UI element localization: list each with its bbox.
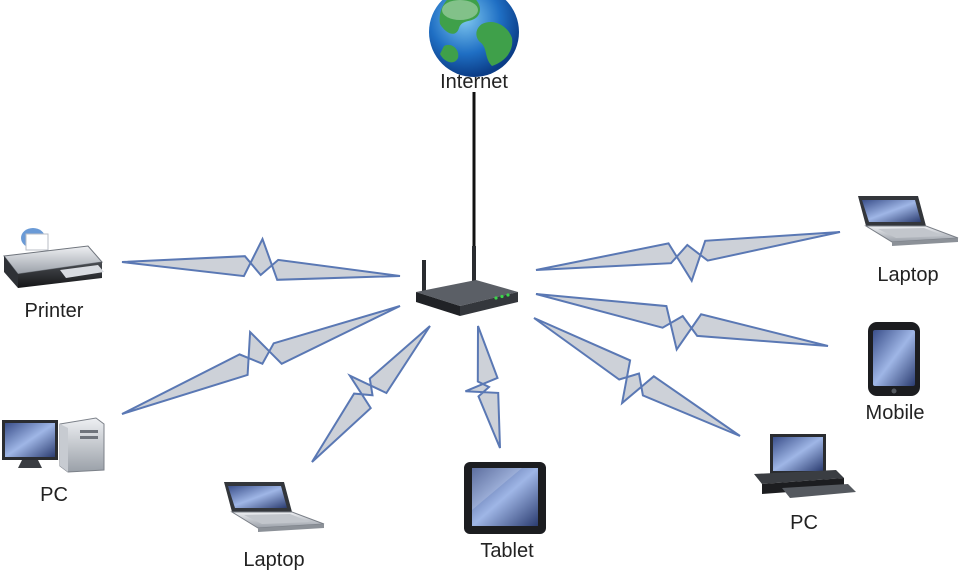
wireless-link-router-laptop-bottom <box>311 325 431 463</box>
wireless-link-router-tablet <box>465 325 501 449</box>
tablet-label: Tablet <box>480 540 534 562</box>
desktop-pc-icon <box>2 417 105 473</box>
wireless-link-router-mobile <box>535 293 829 352</box>
wireless-link-router-pc-right <box>533 317 741 437</box>
pc-left-label: PC <box>40 484 68 506</box>
tablet-icon <box>464 462 546 534</box>
printer-label: Printer <box>24 300 84 322</box>
wireless-link-router-printer <box>121 236 401 281</box>
internet-label: Internet <box>440 71 508 93</box>
laptop-icon <box>224 482 325 532</box>
mobile-label: Mobile <box>865 402 925 424</box>
mobile-phone-icon <box>868 322 920 396</box>
printer-icon <box>3 228 104 288</box>
laptop-icon <box>858 196 959 246</box>
pc-right-label: PC <box>790 512 818 534</box>
wireless-router-icon <box>416 246 518 316</box>
globe-icon <box>429 0 519 77</box>
laptop-right-label: Laptop <box>877 264 939 286</box>
wireless-links <box>121 231 841 463</box>
wireless-link-router-laptop-right <box>535 231 841 284</box>
wireless-link-router-pc-left <box>121 305 401 415</box>
desktop-pc-icon <box>754 434 856 498</box>
laptop-bottom-label: Laptop <box>243 549 305 571</box>
